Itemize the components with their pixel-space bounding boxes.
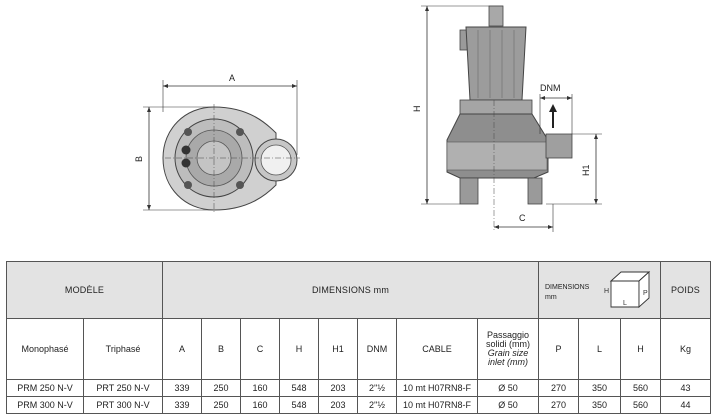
col-a: A — [162, 318, 202, 380]
col-triphase: Triphasé — [83, 318, 163, 380]
col-h1: H1 — [318, 318, 358, 380]
cell-cable: 10 mt H07RN8-F — [396, 379, 478, 397]
cell-b: 250 — [201, 396, 241, 414]
cell-h1: 203 — [318, 379, 358, 397]
cell-c: 160 — [240, 379, 280, 397]
cell-h1: 203 — [318, 396, 358, 414]
dimension-label-c: C — [519, 213, 526, 223]
col-l: L — [578, 318, 621, 380]
col-p: P — [538, 318, 579, 380]
box-label-l: L — [623, 300, 627, 307]
cell-h: 548 — [279, 396, 319, 414]
cell-p: 270 — [538, 379, 579, 397]
col-cable: CABLE — [396, 318, 478, 380]
modele-header: MODÈLE — [6, 261, 163, 319]
dimensions-box-unit: mm — [545, 294, 557, 301]
poids-header: POIDS — [660, 261, 711, 319]
col-solids-line3: Grain size — [487, 348, 529, 358]
cell-a: 339 — [162, 379, 202, 397]
col-solids-line2: solidi (mm) — [486, 339, 530, 349]
dimensions-header-label: DIMENSIONS — [311, 285, 371, 295]
col-monophase: Monophasé — [6, 318, 84, 380]
dimensions-header-unit: mm — [373, 285, 390, 295]
col-solids-line4: inlet (mm) — [488, 357, 528, 367]
cell-cable: 10 mt H07RN8-F — [396, 396, 478, 414]
side-view-drawing: H DNM H1 — [412, 5, 602, 232]
cell-solids: Ø 50 — [477, 379, 539, 397]
cell-monophase: PRM 250 N-V — [6, 379, 84, 397]
cell-c: 160 — [240, 396, 280, 414]
cell-p: 270 — [538, 396, 579, 414]
dimension-label-h: H — [412, 106, 422, 113]
cell-l: 350 — [578, 379, 621, 397]
spec-table: MODÈLE DIMENSIONS mm DIMENSIONS mm H L P — [6, 261, 711, 414]
col-b: B — [201, 318, 241, 380]
table-row: PRM 300 N-V PRT 300 N-V 339 250 160 548 … — [6, 396, 711, 414]
dimensions-header: DIMENSIONS mm — [162, 261, 539, 319]
dimensions-box-header: DIMENSIONS mm H L P — [538, 261, 661, 319]
cell-dnm: 2''½ — [357, 396, 397, 414]
top-view-drawing: A B — [134, 73, 300, 213]
col-c: C — [240, 318, 280, 380]
cell-h-box: 560 — [620, 396, 661, 414]
cell-monophase: PRM 300 N-V — [6, 396, 84, 414]
cell-triphase: PRT 250 N-V — [83, 379, 163, 397]
col-dnm: DNM — [357, 318, 397, 380]
cell-triphase: PRT 300 N-V — [83, 396, 163, 414]
dimensions-box-label: DIMENSIONS — [545, 284, 590, 291]
cell-kg: 43 — [660, 379, 711, 397]
cell-h-box: 560 — [620, 379, 661, 397]
dimension-label-h1: H1 — [581, 164, 591, 176]
dimension-label-dnm: DNM — [540, 83, 561, 93]
table-row: PRM 250 N-V PRT 250 N-V 339 250 160 548 … — [6, 379, 711, 397]
box-dimensions-icon: H L P — [604, 270, 651, 309]
technical-drawings: A B H — [134, 5, 602, 232]
box-label-h: H — [604, 288, 609, 295]
col-kg: Kg — [660, 318, 711, 380]
cell-kg: 44 — [660, 396, 711, 414]
col-h-box: H — [620, 318, 661, 380]
cell-a: 339 — [162, 396, 202, 414]
cell-dnm: 2''½ — [357, 379, 397, 397]
col-solids: Passaggio solidi (mm) Grain size inlet (… — [477, 318, 539, 380]
box-label-p: P — [643, 290, 648, 297]
dimension-label-a: A — [229, 73, 235, 83]
cell-h: 548 — [279, 379, 319, 397]
col-h: H — [279, 318, 319, 380]
cell-b: 250 — [201, 379, 241, 397]
cell-l: 350 — [578, 396, 621, 414]
cell-solids: Ø 50 — [477, 396, 539, 414]
dimension-label-b: B — [134, 156, 144, 162]
col-solids-line1: Passaggio — [486, 330, 530, 340]
